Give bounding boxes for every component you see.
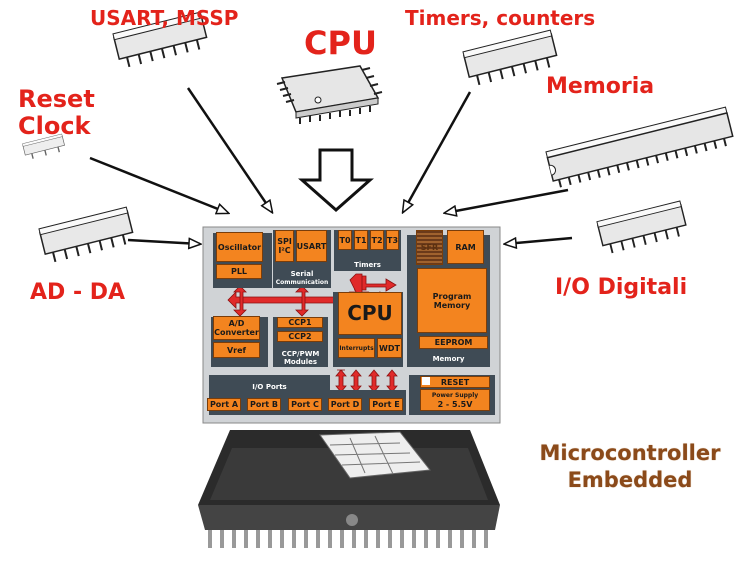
- serial-label: Serial: [290, 270, 314, 278]
- io-ports-label: I/O Ports: [252, 383, 287, 391]
- reset-block: RESET: [420, 376, 490, 388]
- wdt-block: WDT: [377, 338, 402, 358]
- label-timers: Timers, counters: [405, 6, 596, 30]
- modules-text: Modules: [283, 358, 318, 366]
- port-c-block: Port C: [288, 398, 322, 411]
- bus-arrows: [227, 273, 398, 393]
- power-supply-label: Power Supply: [431, 392, 479, 399]
- usart-chip: [112, 11, 208, 68]
- port-e-block: Port E: [369, 398, 403, 411]
- pll-block: PLL: [216, 264, 262, 279]
- embedded-chip: [198, 430, 500, 548]
- port-d-block: Port D: [328, 398, 362, 411]
- io-chip: [596, 200, 687, 254]
- connection-arrows: [89, 87, 573, 244]
- adda-chip: [38, 206, 134, 263]
- program-memory-block: Program Memory: [417, 268, 487, 333]
- ccp-pwm-text: CCP/PWM: [281, 350, 320, 358]
- t3-block: T3: [386, 230, 399, 250]
- ccp2-block: CCP2: [277, 331, 323, 342]
- communication-label: Communication: [275, 279, 329, 286]
- label-adda: AD - DA: [30, 280, 126, 305]
- hollow-down-arrow: [298, 148, 374, 213]
- t2-block: T2: [370, 230, 384, 250]
- port-a-block: Port A: [207, 398, 241, 411]
- reset-indicator: [422, 377, 430, 385]
- oscillator-block: Oscillator: [216, 232, 263, 262]
- vref-block: Vref: [213, 342, 260, 358]
- label-micro-line1: Microcontroller: [539, 441, 721, 465]
- port-b-block: Port B: [247, 398, 281, 411]
- voltage-label: 2 - 5.5V: [437, 400, 473, 409]
- t0-block: T0: [338, 230, 352, 250]
- spi-label: SPI: [277, 237, 292, 246]
- timers-label: Timers: [354, 261, 381, 269]
- ccp1-block: CCP1: [277, 317, 323, 328]
- cpu-block: CPU: [338, 292, 402, 335]
- label-memoria: Memoria: [546, 74, 655, 99]
- eeprom-block: EEPROM: [419, 336, 488, 349]
- memory-label: Memory: [432, 355, 465, 363]
- reset-chip: [22, 133, 65, 159]
- usart-block: USART: [296, 230, 327, 262]
- label-reset: Reset: [18, 85, 95, 113]
- t1-block: T1: [354, 230, 368, 250]
- ram-block: RAM: [447, 230, 484, 264]
- interrupts-block: Interrupts: [338, 338, 375, 358]
- timers-chip: [462, 29, 558, 86]
- label-io: I/O Digitali: [555, 275, 688, 300]
- memoria-chip: [545, 106, 734, 188]
- i2c-label: I²C: [278, 246, 291, 255]
- sfr-block: SFR: [416, 230, 443, 265]
- label-cpu: CPU: [304, 24, 377, 62]
- ad-converter-block: A/D Converter: [213, 316, 260, 340]
- cpu-chip: [276, 65, 383, 124]
- label-clock: Clock: [18, 112, 91, 140]
- label-micro-line2: Embedded: [567, 468, 693, 492]
- label-usart-mssp: USART, MSSP: [90, 6, 239, 30]
